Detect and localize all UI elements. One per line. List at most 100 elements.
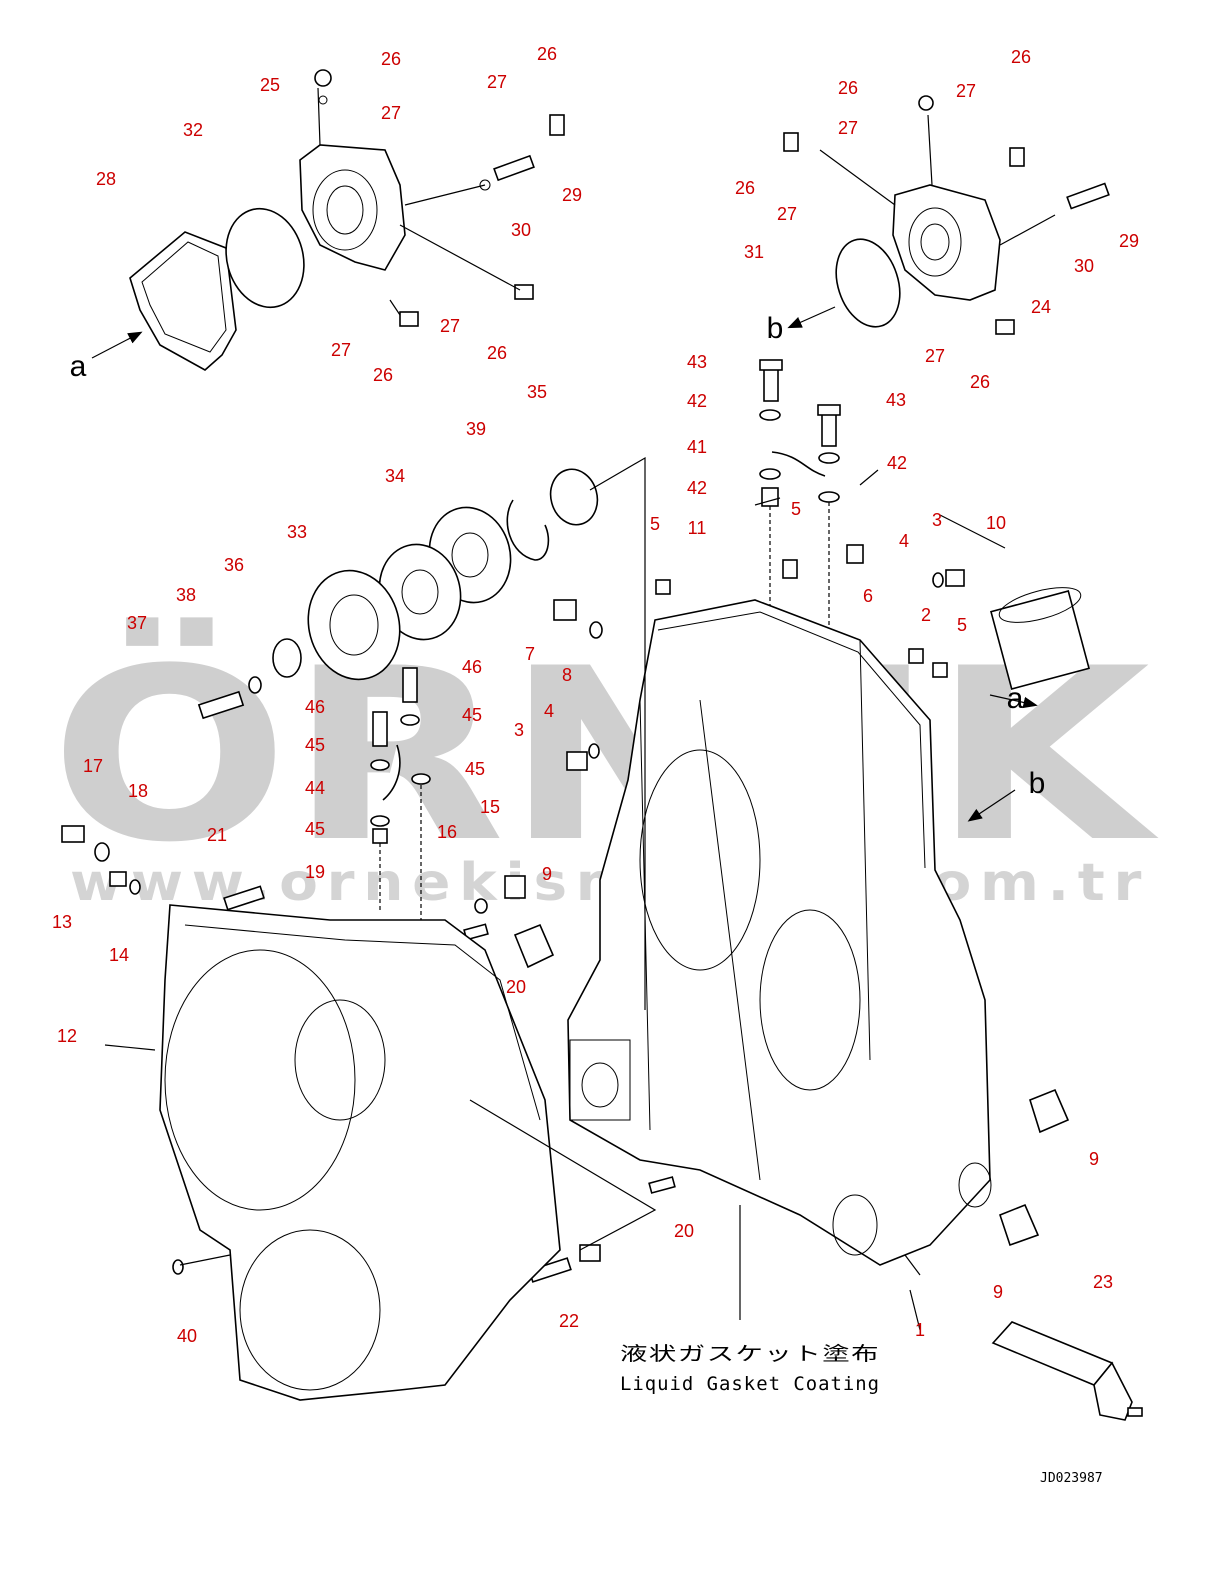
callout-43: 43 xyxy=(687,352,707,372)
bolt-26-a xyxy=(314,69,332,87)
callout-23: 23 xyxy=(1093,1272,1113,1292)
callout-26: 26 xyxy=(537,44,557,64)
bolt-26-d xyxy=(399,311,419,327)
callout-10: 10 xyxy=(986,513,1006,533)
fitting-11 xyxy=(761,487,779,507)
plug-15 xyxy=(504,875,526,899)
callout-26: 26 xyxy=(487,343,507,363)
callout-26: 26 xyxy=(838,78,858,98)
callout-41: 41 xyxy=(687,437,707,457)
plug-9-a xyxy=(513,923,555,969)
callout-12: 12 xyxy=(57,1026,77,1046)
plug-5-c xyxy=(932,662,948,678)
callout-8: 8 xyxy=(562,665,572,685)
bolt-37 xyxy=(197,690,245,720)
callout-18: 18 xyxy=(128,781,148,801)
callout-30: 30 xyxy=(1074,256,1094,276)
callout-7: 7 xyxy=(525,644,535,664)
sleeve-10 xyxy=(990,590,1090,690)
cover-assembly-left: a xyxy=(70,69,565,383)
view-letter-a-right: a xyxy=(1007,682,1024,715)
bolt-26-b xyxy=(549,114,565,136)
callout-9: 9 xyxy=(542,864,552,884)
note-japanese: 液状ガスケット塗布 xyxy=(620,1342,880,1365)
callout-26: 26 xyxy=(1011,47,1031,67)
snap-ring-35 xyxy=(549,468,599,526)
bolt-21 xyxy=(223,885,265,911)
callout-46: 46 xyxy=(462,657,482,677)
callout-9: 9 xyxy=(993,1282,1003,1302)
callout-20: 20 xyxy=(506,977,526,997)
watermark-brand: ÖRNEK xyxy=(50,617,1159,895)
note-english: Liquid Gasket Coating xyxy=(620,1373,880,1395)
callout-27: 27 xyxy=(331,340,351,360)
clip-22 xyxy=(579,1244,601,1262)
callout-3: 3 xyxy=(514,720,524,740)
callout-43: 43 xyxy=(886,390,906,410)
o-ring-16 xyxy=(474,898,488,914)
cover-25 xyxy=(299,144,406,271)
piping-group xyxy=(759,359,841,720)
callout-40: 40 xyxy=(177,1326,197,1346)
o-ring-4-top xyxy=(932,572,944,588)
callout-4: 4 xyxy=(544,701,554,721)
pin-20-b xyxy=(648,1176,676,1194)
o-ring-31 xyxy=(835,238,901,328)
callout-27: 27 xyxy=(487,72,507,92)
callout-35: 35 xyxy=(527,382,547,402)
cover-assembly-right: b xyxy=(767,95,1110,345)
callout-19: 19 xyxy=(305,862,325,882)
callout-5: 5 xyxy=(957,615,967,635)
callout-37: 37 xyxy=(127,613,147,633)
bolt-46-b xyxy=(372,711,388,747)
callout-44: 44 xyxy=(305,778,325,798)
callout-27: 27 xyxy=(440,316,460,336)
fitting-19 xyxy=(372,828,388,844)
callout-6: 6 xyxy=(863,586,873,606)
callout-5: 5 xyxy=(650,514,660,534)
washer-36 xyxy=(272,638,302,678)
bolt-26-h xyxy=(995,319,1015,335)
callout-27: 27 xyxy=(925,346,945,366)
gear-33 xyxy=(307,569,401,681)
callout-39: 39 xyxy=(466,419,486,439)
plug-2 xyxy=(908,648,924,664)
plug-3-mid xyxy=(566,751,588,771)
bolt-29-left xyxy=(493,154,535,182)
bolt-26-f xyxy=(1009,147,1025,167)
callout-5: 5 xyxy=(791,499,801,519)
callout-26: 26 xyxy=(735,178,755,198)
callout-27: 27 xyxy=(838,118,858,138)
bearing-stack xyxy=(197,468,599,720)
pipe-44 xyxy=(382,744,401,801)
callout-33: 33 xyxy=(287,522,307,542)
bolt-26-e xyxy=(918,95,934,111)
callout-9: 9 xyxy=(1089,1149,1099,1169)
callout-31: 31 xyxy=(744,242,764,262)
plug-13 xyxy=(109,871,127,887)
callout-45: 45 xyxy=(305,735,325,755)
housing-1 xyxy=(567,599,992,1266)
callout-45: 45 xyxy=(465,759,485,779)
callout-27: 27 xyxy=(381,103,401,123)
callout-4: 4 xyxy=(899,531,909,551)
o-ring-18 xyxy=(94,842,110,862)
callout-26: 26 xyxy=(381,49,401,69)
right-fittings: a b xyxy=(553,544,1090,1247)
callout-22: 22 xyxy=(559,1311,579,1331)
callout-26: 26 xyxy=(970,372,990,392)
callout-29: 29 xyxy=(1119,231,1139,251)
callout-24: 24 xyxy=(1031,297,1051,317)
o-ring-8 xyxy=(589,621,603,639)
callout-labels: 2627253228262729302726272626272627272631… xyxy=(52,44,1139,1346)
drawing-code: JD023987 xyxy=(1040,1471,1103,1486)
housing-12 xyxy=(159,904,561,1401)
callout-42: 42 xyxy=(687,478,707,498)
o-ring-4-mid xyxy=(588,743,600,759)
assembly-lines xyxy=(104,456,1006,1331)
callout-27: 27 xyxy=(777,204,797,224)
callout-20: 20 xyxy=(674,1221,694,1241)
callout-46: 46 xyxy=(305,697,325,717)
callout-29: 29 xyxy=(562,185,582,205)
